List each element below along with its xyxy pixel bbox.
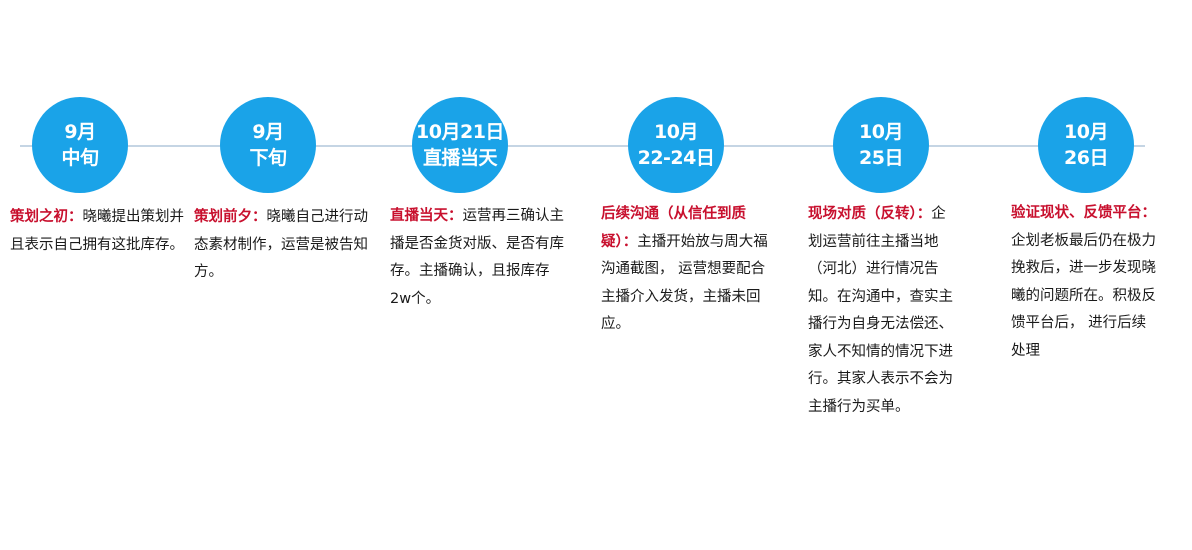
event-description-2: 策划前夕：晓曦自己进行动态素材制作，运营是被告知方。 [194, 204, 368, 287]
node-date-line-2: 直播当天 [422, 147, 498, 169]
event-text: 主播开始放与周大福沟通截图， 运营想要配合主播介入发货，主播未回应。 [601, 233, 768, 333]
timeline-node-5: 10月 25日 [833, 97, 929, 193]
timeline-node-6: 10月 26日 [1038, 97, 1134, 193]
timeline-node-2: 9月 下旬 [220, 97, 316, 193]
event-title: 验证现状、反馈平台： [1011, 205, 1156, 221]
event-title: 现场对质（反转）： [808, 206, 932, 222]
timeline-node-4: 10月 22-24日 [628, 97, 724, 193]
event-description-4: 后续沟通（从信任到质疑）：主播开始放与周大福沟通截图， 运营想要配合主播介入发货… [601, 201, 775, 339]
node-date-line-1: 10月 [859, 121, 903, 143]
event-text: 企划运营前往主播当地（河北）进行情况告知。在沟通中，查实主播行为自身无法偿还、家… [808, 206, 953, 415]
event-text: 企划老板最后仍在极力挽救后，进一步发现晓曦的问题所在。积极反馈平台后， 进行后续… [1011, 232, 1156, 359]
event-title: 直播当天： [390, 208, 463, 224]
event-description-3: 直播当天：运营再三确认主播是否金货对版、是否有库存。主播确认，且报库存2w个。 [390, 203, 564, 313]
node-date-line-1: 9月 [252, 121, 284, 143]
node-date-line-2: 22-24日 [637, 147, 715, 169]
node-date-line-2: 下旬 [249, 147, 287, 169]
event-description-6: 验证现状、反馈平台： 企划老板最后仍在极力挽救后，进一步发现晓曦的问题所在。积极反… [1011, 200, 1157, 365]
timeline-node-3: 10月21日 直播当天 [412, 97, 508, 193]
event-text: 运营再三确认主播是否金货对版、是否有库存。主播确认，且报库存2w个。 [390, 208, 564, 307]
event-title: 策划前夕： [194, 209, 267, 225]
node-date-line-1: 10月21日 [416, 121, 504, 143]
node-date-line-1: 9月 [64, 121, 96, 143]
event-description-5: 现场对质（反转）：企划运营前往主播当地（河北）进行情况告知。在沟通中，查实主播行… [808, 201, 954, 421]
event-text: 晓曦提出策划并且表示自己拥有这批库存。 [10, 209, 184, 253]
node-date-line-2: 26日 [1064, 147, 1108, 169]
timeline-line [20, 145, 1145, 147]
node-date-line-2: 25日 [859, 147, 903, 169]
event-title: 策划之初： [10, 209, 83, 225]
node-date-line-2: 中旬 [61, 147, 99, 169]
event-description-1: 策划之初：晓曦提出策划并且表示自己拥有这批库存。 [10, 204, 184, 259]
node-date-line-1: 10月 [1064, 121, 1108, 143]
timeline-node-1: 9月 中旬 [32, 97, 128, 193]
node-date-line-1: 10月 [654, 121, 698, 143]
event-title: 后续沟通（从信任到质疑）： [601, 206, 746, 250]
event-text: 晓曦自己进行动态素材制作，运营是被告知方。 [194, 209, 368, 280]
